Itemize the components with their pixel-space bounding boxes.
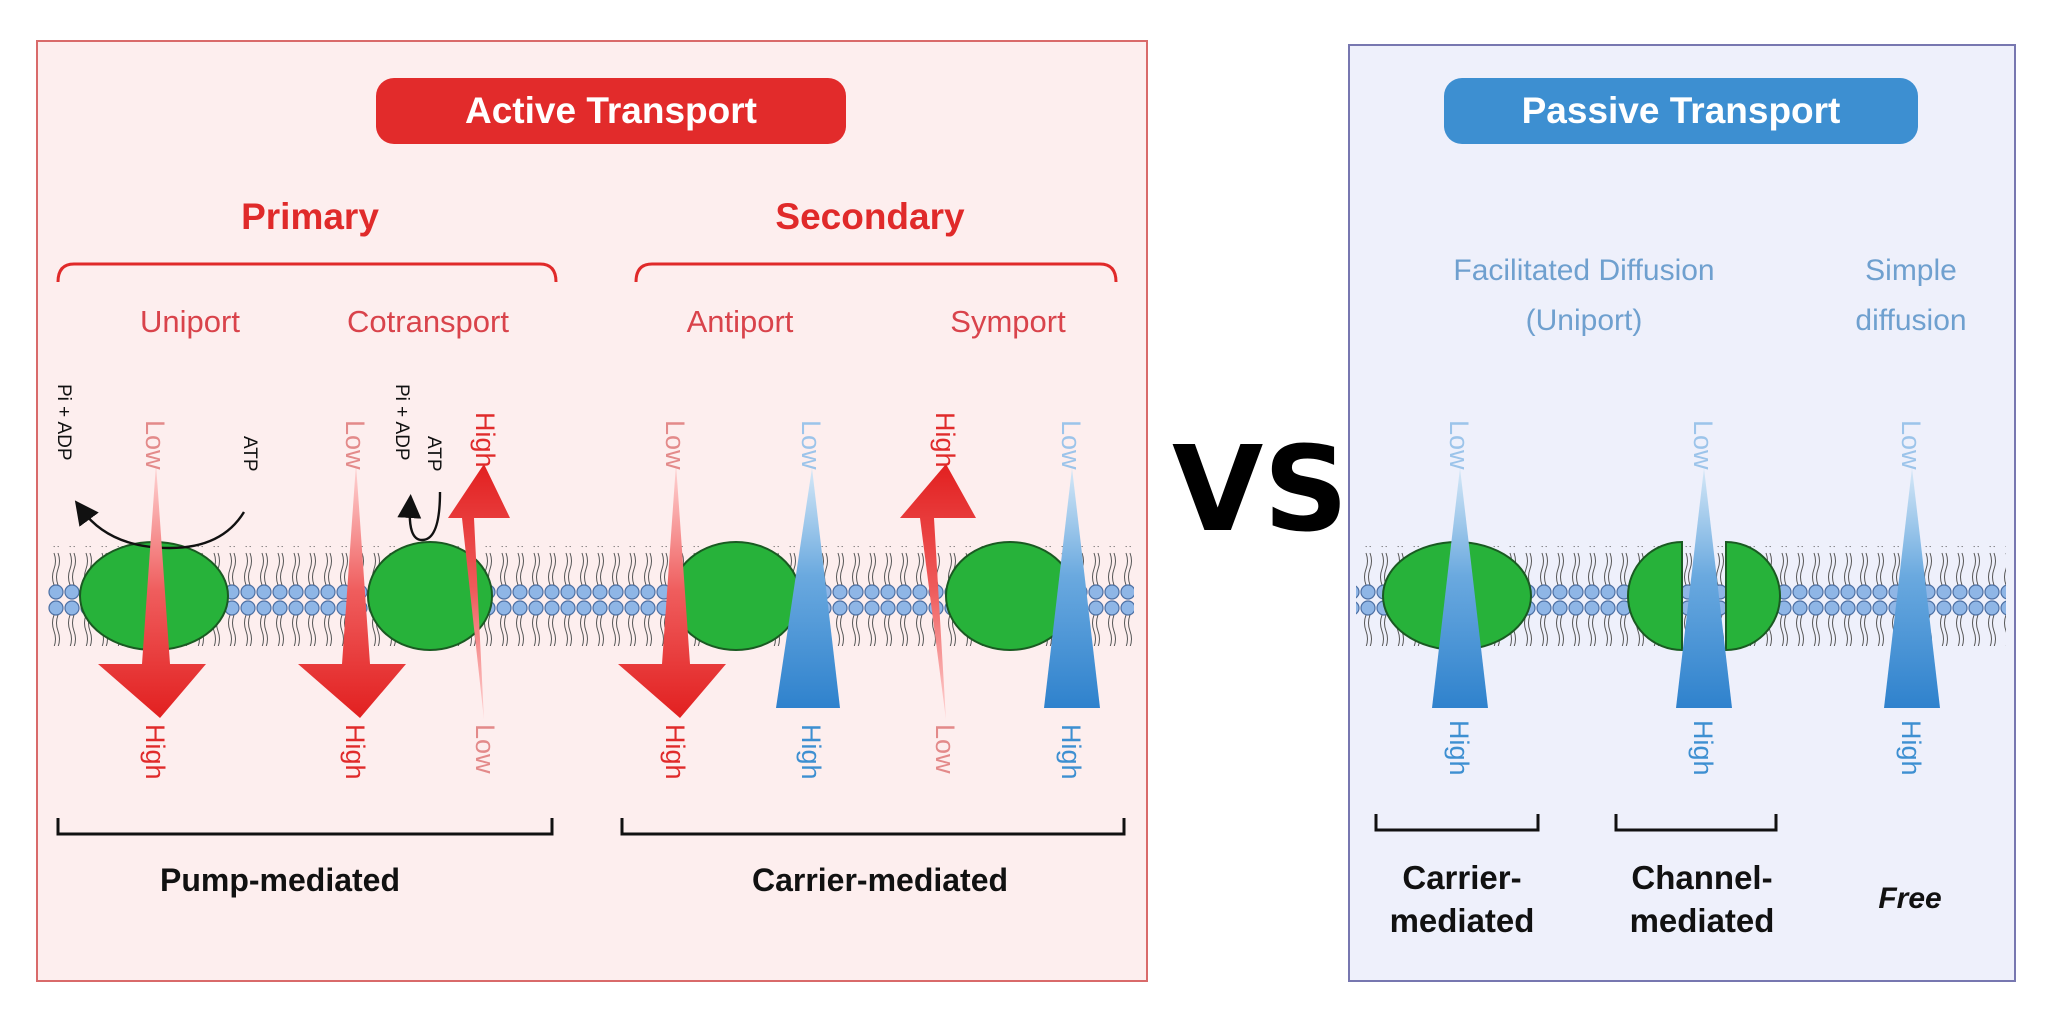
primary-heading: Primary: [241, 196, 379, 237]
carrier-line1: Carrier-: [1402, 859, 1522, 896]
simple-line2: diffusion: [1855, 304, 1967, 337]
channel-line1: Channel-: [1631, 859, 1773, 896]
symport-label: Symport: [950, 304, 1066, 339]
carrier-line2: mediated: [1389, 902, 1535, 939]
atp-hydrolysis-arrow-uniport: [74, 500, 246, 550]
passive-channel-low-label: Low: [1688, 420, 1718, 470]
antiport-low-label: Low: [660, 420, 690, 470]
passive-transport-panel: Passive Transport: [1348, 44, 2016, 982]
simple-diffusion-label: Simple diffusion: [1816, 246, 2006, 346]
uniport-low-label: Low: [140, 420, 170, 470]
simple-high-label: High: [1896, 720, 1926, 776]
free-label: Free: [1878, 882, 1942, 915]
facilitated-line1: Facilitated Diffusion: [1453, 254, 1715, 287]
facilitated-line2: (Uniport): [1525, 304, 1643, 337]
symport-blue-high-label: High: [1056, 724, 1086, 780]
uniport-gradient-arrow: [98, 464, 206, 718]
secondary-bracket: [634, 262, 1118, 283]
uniport-high-label: High: [140, 724, 170, 780]
active-transport-title: Active Transport: [376, 78, 846, 144]
simple-low-label: Low: [1896, 420, 1926, 470]
symport-low-label: Low: [930, 724, 960, 774]
symport-high-label: High: [930, 412, 960, 468]
pump-bracket: [56, 818, 554, 836]
symport-blue-arrow: [1044, 468, 1100, 708]
atp-hydrolysis-arrow-cotransport: [397, 491, 442, 542]
uniport-atp-label: ATP: [239, 436, 260, 472]
passive-carrier-low-label: Low: [1444, 420, 1474, 470]
passive-carrier-arrow: [1432, 468, 1488, 708]
passive-channel-arrow: [1676, 468, 1732, 708]
simple-diffusion-arrow: [1884, 468, 1940, 708]
cotransport-label: Cotransport: [347, 304, 509, 339]
carrier-bracket: [620, 818, 1126, 836]
cotransport-bottom-high-label: High: [340, 724, 370, 780]
passive-carrier-mediated-label: Carrier- mediated: [1372, 856, 1552, 942]
passive-carrier-bracket: [1374, 814, 1540, 832]
uniport-label: Uniport: [140, 304, 240, 339]
passive-channel-high-label: High: [1688, 720, 1718, 776]
antiport-label: Antiport: [686, 304, 794, 339]
channel-protein-left: [1627, 540, 1683, 652]
antiport-red-arrow: [618, 464, 726, 718]
carrier-mediated-label: Carrier-mediated: [751, 862, 1009, 898]
symport-blue-low-label: Low: [1056, 420, 1086, 470]
antiport-high-label: High: [660, 724, 690, 780]
pump-mediated-label: Pump-mediated: [159, 862, 401, 898]
antiport-carrier-protein: [671, 541, 801, 651]
cotransport-high-label: High: [470, 412, 500, 468]
cotransport-pump-protein: [367, 541, 493, 651]
uniport-pi-adp-label: Pi + ADP: [53, 384, 74, 461]
passive-channel-mediated-label: Channel- mediated: [1602, 856, 1802, 942]
passive-transport-title: Passive Transport: [1444, 78, 1918, 144]
antiport-blue-high-label: High: [796, 724, 826, 780]
secondary-heading: Secondary: [775, 196, 965, 237]
channel-line2: mediated: [1629, 902, 1775, 939]
channel-protein-right: [1725, 540, 1781, 652]
primary-bracket: [56, 262, 558, 283]
cotransport-down-arrow: [298, 464, 406, 718]
cotransport-bottom-low-label: Low: [470, 724, 500, 774]
facilitated-diffusion-label: Facilitated Diffusion (Uniport): [1384, 246, 1784, 346]
cotransport-up-arrow: [448, 464, 510, 720]
cotransport-low-label: Low: [340, 420, 370, 470]
simple-line1: Simple: [1865, 254, 1957, 287]
passive-carrier-high-label: High: [1444, 720, 1474, 776]
cotransport-atp-label: ATP: [423, 436, 444, 472]
antiport-blue-low-label: Low: [796, 420, 826, 470]
antiport-blue-arrow: [776, 468, 840, 708]
vs-label: VS: [1172, 420, 1349, 558]
symport-red-arrow: [900, 464, 976, 720]
passive-channel-bracket: [1614, 814, 1778, 832]
cotransport-pi-adp-label: Pi + ADP: [391, 384, 412, 461]
